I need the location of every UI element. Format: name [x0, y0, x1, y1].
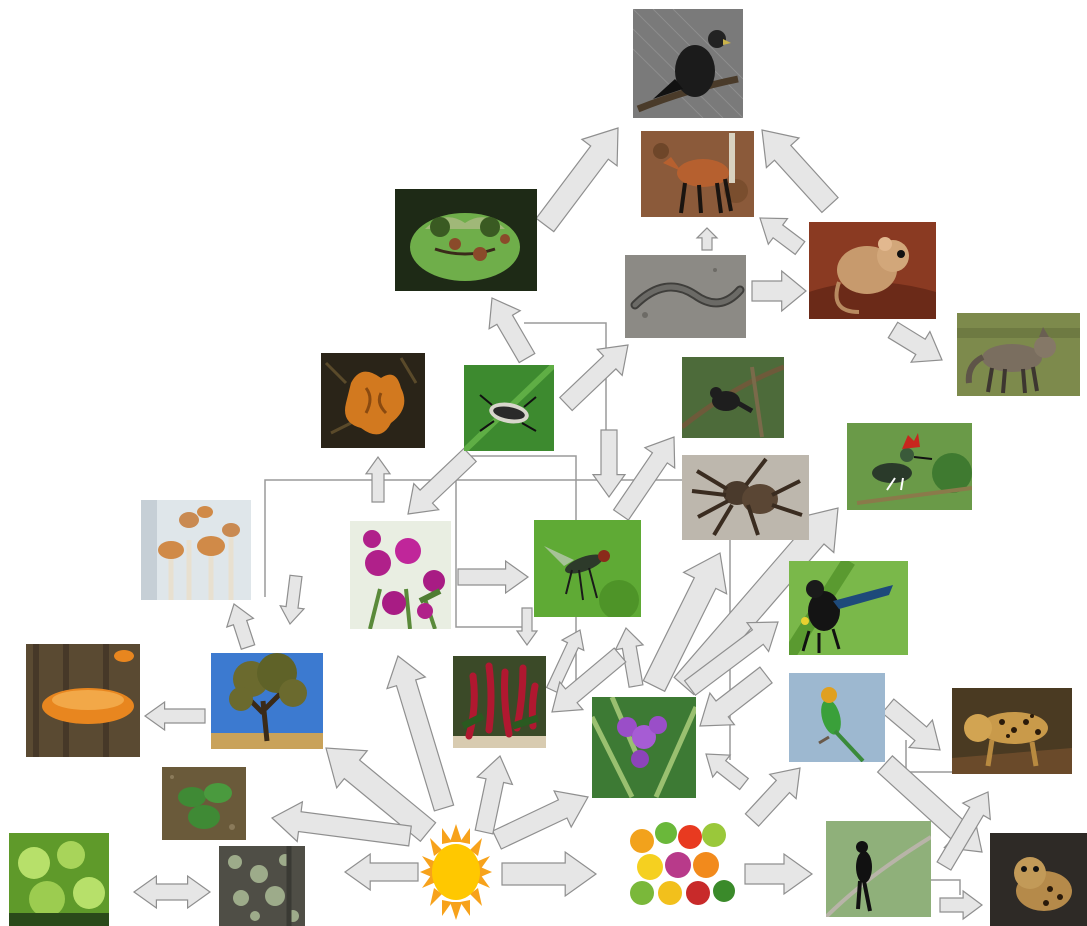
snake-icon [625, 255, 746, 338]
arrow-tree-to-mushrooms [227, 604, 255, 649]
arrow-sun-to-purpleflower [493, 791, 588, 849]
arrow-line-to-mushrooms [280, 575, 304, 624]
fruit-icon [620, 815, 740, 910]
arrow-sun-to-globeamaranth [387, 656, 454, 811]
arrow-beetle-to-frog [489, 298, 535, 363]
arrow-beetle-to-snake [560, 345, 628, 411]
jaguar-icon [952, 688, 1072, 774]
arrow-fruits-to-drongo [745, 854, 812, 894]
arrow-algae-lichen [134, 876, 210, 908]
arrow-fruits-to-parakeet [745, 768, 800, 826]
arrow-frog-to-eagle [536, 128, 618, 232]
ocelot-icon [990, 833, 1087, 926]
hummingbird-icon [847, 423, 972, 510]
maned-wolf-icon [641, 131, 754, 217]
arrow-tree-to-bracket [145, 702, 205, 730]
parakeet-icon [789, 673, 885, 762]
purple-flower-icon [592, 697, 696, 798]
bracket-fungus-icon [26, 644, 140, 757]
fly-icon [534, 520, 641, 617]
algae-icon [9, 833, 109, 926]
drongo-icon [826, 821, 931, 917]
sun-icon [418, 820, 494, 922]
arrow-opossum-to-fox [888, 322, 942, 362]
arrow-opossum-to-wolf [760, 218, 805, 254]
arrow-line-to-flower [706, 754, 748, 790]
plant-icon [453, 656, 546, 748]
eagle-icon [633, 9, 743, 118]
arrow-snake-to-opossum [752, 271, 806, 311]
connector-line [456, 480, 532, 627]
arrow-sun-to-lichen [345, 854, 418, 890]
arrow-flower-to-fly [458, 561, 528, 593]
bee-icon [789, 561, 908, 655]
flower-icon [350, 521, 451, 629]
arrow-beetle-to-flower [408, 449, 476, 515]
arrow-sun-to-fruits [502, 852, 596, 896]
tree-icon [211, 653, 323, 749]
connector-line [930, 880, 960, 895]
arrow-opossum-to-eagle [762, 130, 838, 212]
seedling-icon [162, 767, 246, 840]
horned-frog-icon [395, 189, 537, 291]
beetle-icon [464, 365, 554, 451]
fox-icon [957, 313, 1080, 396]
cup-fungus-icon [321, 353, 425, 448]
arrow-line-to-ocelot [940, 891, 982, 919]
bird-icon [682, 357, 784, 438]
arrow-line-to-fly [593, 430, 625, 497]
arrow-snake-to-wolf [697, 228, 717, 250]
arrow-parakeet-to-jaguar [882, 699, 940, 750]
spider-icon [682, 455, 809, 540]
lichen-icon [219, 846, 305, 926]
mushroom-icon [141, 500, 251, 600]
opossum-icon [809, 222, 936, 319]
